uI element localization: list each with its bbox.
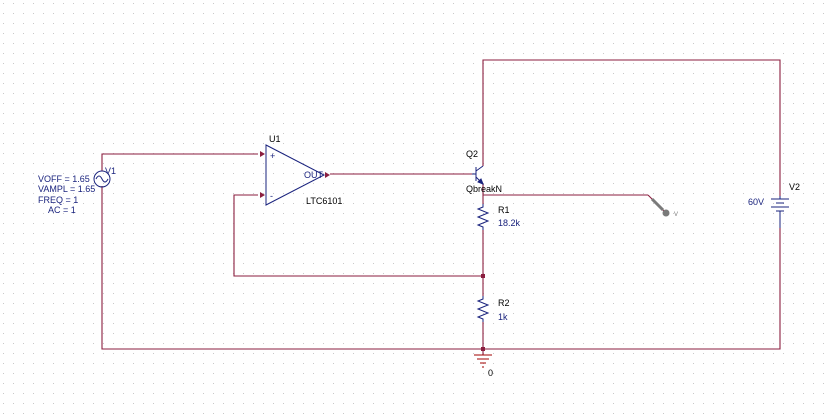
ground-symbol[interactable]: 0 xyxy=(474,354,493,378)
resistor-icon xyxy=(476,296,490,322)
r1-value-label: 18.2k xyxy=(498,218,521,228)
u1-opamp[interactable]: U1 + - OUT LTC6101 xyxy=(260,134,342,206)
ground-label: 0 xyxy=(488,368,493,378)
r1-ref-label: R1 xyxy=(498,205,510,215)
junction-dot xyxy=(481,347,485,351)
wire-feedback-loop[interactable] xyxy=(233,194,483,277)
wire-ground-bus-to-v2[interactable] xyxy=(483,228,781,350)
v1-freq-label: FREQ = 1 xyxy=(38,195,78,205)
u1-plus-label: + xyxy=(270,151,275,161)
v1-voff-label: VOFF = 1.65 xyxy=(38,174,90,184)
u1-minus-label: - xyxy=(270,191,273,201)
q2-part-label: QbreakN xyxy=(466,184,502,194)
junction-dot xyxy=(481,274,485,278)
wire-v1-to-u1-plus[interactable] xyxy=(101,153,258,171)
v2-value-label: 60V xyxy=(748,197,764,207)
v1-ref-label: V1 xyxy=(105,166,116,176)
npn-transistor-icon xyxy=(472,165,484,185)
v1-source[interactable]: V1 VOFF = 1.65 VAMPL = 1.65 FREQ = 1 AC … xyxy=(38,166,116,215)
v2-battery[interactable]: V2 60V xyxy=(748,182,800,228)
resistor-icon xyxy=(476,204,490,230)
u1-out-label: OUT xyxy=(304,170,324,180)
u1-ref-label: U1 xyxy=(269,134,281,144)
r2-ref-label: R2 xyxy=(498,298,510,308)
ground-icon xyxy=(474,354,492,368)
r2-resistor[interactable]: R2 1k xyxy=(476,296,510,322)
v1-ac-label: AC = 1 xyxy=(48,205,76,215)
q2-transistor[interactable]: Q2 QbreakN xyxy=(466,149,502,194)
wires xyxy=(101,59,781,355)
voltage-probe-icon xyxy=(650,197,670,217)
v2-ref-label: V2 xyxy=(789,182,800,192)
sine-source-icon xyxy=(93,170,111,188)
probe-label: V xyxy=(674,212,678,218)
wire-q2-collector-to-v2[interactable] xyxy=(482,59,781,196)
voltage-probe[interactable]: V xyxy=(650,197,678,218)
battery-icon xyxy=(771,196,789,228)
r2-value-label: 1k xyxy=(498,312,508,322)
q2-ref-label: Q2 xyxy=(466,149,478,159)
wire-v1-to-ground-bus[interactable] xyxy=(101,186,483,350)
r1-resistor[interactable]: R1 18.2k xyxy=(476,204,521,230)
v1-vampl-label: VAMPL = 1.65 xyxy=(38,184,95,194)
u1-part-label: LTC6101 xyxy=(306,196,342,206)
opamp-icon xyxy=(260,144,330,206)
